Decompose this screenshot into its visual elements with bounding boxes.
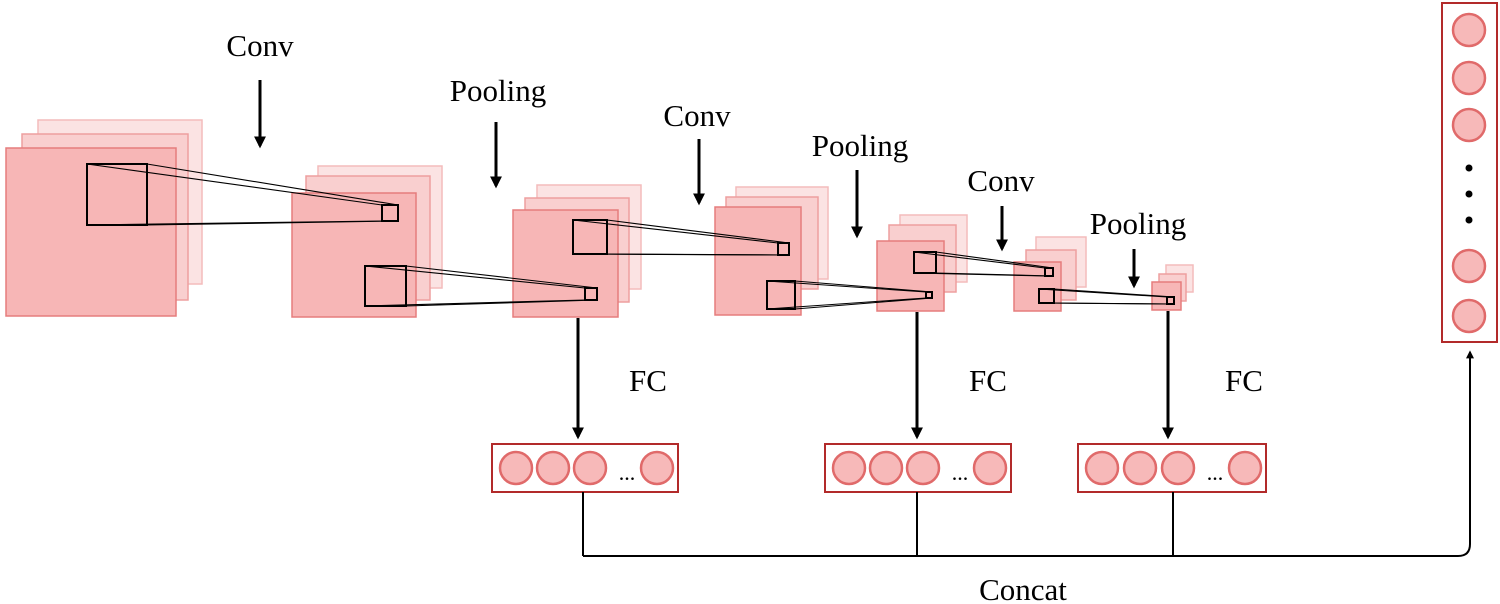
conv-label-1: Conv	[226, 28, 294, 63]
concat-output-vector	[1441, 2, 1498, 343]
kernel-projection-5	[913, 251, 1054, 277]
vector-ellipsis: ...	[619, 460, 636, 485]
vector-ellipsis: ...	[952, 460, 969, 485]
neuron	[1451, 107, 1487, 143]
neuron	[831, 450, 867, 486]
feature-map-stack-conv2	[714, 186, 829, 316]
conv-label-3: Conv	[967, 163, 1035, 198]
neuron	[868, 450, 904, 486]
neuron	[1451, 12, 1487, 48]
feature-map-stack-pool1	[512, 184, 642, 318]
neuron	[905, 450, 941, 486]
fc-label-3: FC	[1225, 363, 1263, 398]
feature-map-stack-input	[5, 119, 203, 317]
neuron	[572, 450, 608, 486]
fc-vector-1: ...	[491, 443, 679, 493]
neuron	[972, 450, 1008, 486]
pooling-label-2: Pooling	[812, 128, 908, 163]
kernel-projection-1	[86, 163, 399, 226]
neuron	[1084, 450, 1120, 486]
feature-map-stack-pool2	[876, 214, 968, 312]
neuron	[1451, 298, 1487, 334]
conv-label-2: Conv	[663, 98, 731, 133]
fc-label-1: FC	[629, 363, 667, 398]
neuron	[1160, 450, 1196, 486]
kernel-projection-6	[1038, 288, 1175, 305]
concat-label: Concat	[979, 572, 1067, 604]
fc-label-2: FC	[969, 363, 1007, 398]
neuron	[1227, 450, 1263, 486]
feature-map-stack-conv3	[1013, 236, 1087, 312]
fc-vector-2: ...	[824, 443, 1012, 493]
pooling-label-1: Pooling	[450, 73, 546, 108]
vertical-ellipsis-dot	[1465, 190, 1473, 198]
concat-connector	[582, 350, 1474, 557]
vector-ellipsis: ...	[1207, 460, 1224, 485]
kernel-projection-2	[364, 265, 598, 307]
neuron	[1451, 60, 1487, 96]
vertical-ellipsis-dot	[1465, 216, 1473, 224]
pooling-label-3: Pooling	[1090, 206, 1186, 241]
vertical-ellipsis-dot	[1465, 164, 1473, 172]
neuron	[1451, 248, 1487, 284]
kernel-projection-3	[572, 219, 790, 256]
neuron	[639, 450, 675, 486]
feature-map-stack-conv1	[291, 165, 443, 318]
kernel-projection-4	[766, 280, 933, 310]
neuron	[498, 450, 534, 486]
neuron	[1122, 450, 1158, 486]
neuron	[535, 450, 571, 486]
fc-vector-3: ...	[1077, 443, 1267, 493]
